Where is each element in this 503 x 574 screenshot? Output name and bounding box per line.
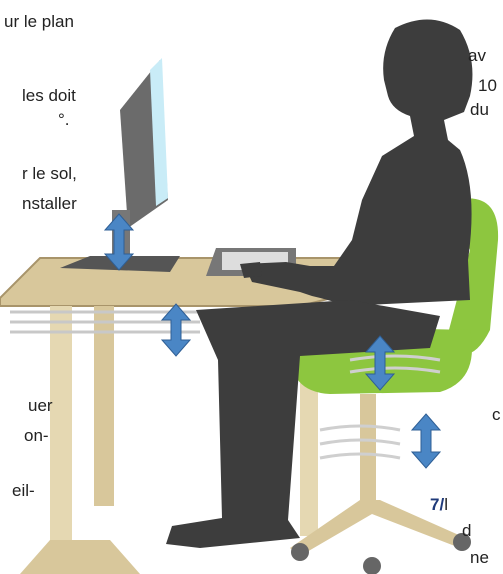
right-text-line: du xyxy=(470,99,489,121)
desk-leg-right xyxy=(94,306,114,506)
step-text-line: ne xyxy=(470,547,489,569)
left-text-line: r le sol, xyxy=(22,163,77,185)
chair-wheel xyxy=(363,557,381,574)
left-text-line: °. xyxy=(58,109,70,131)
desk-foot xyxy=(20,540,140,574)
desk-leg-left xyxy=(50,306,72,574)
left-text-line: les doit xyxy=(22,85,76,107)
left-text-line: on- xyxy=(24,425,49,447)
left-text-line: nstaller xyxy=(22,193,77,215)
step-text-line: d xyxy=(462,520,471,542)
right-text-line: 10 xyxy=(478,75,497,97)
right-text-line: c xyxy=(492,404,501,426)
left-text-line: eil- xyxy=(12,480,35,502)
step-heading-text: l xyxy=(444,495,448,514)
left-text-line: ur le plan xyxy=(4,11,74,33)
step-number: 7/ xyxy=(430,495,444,514)
chair-wheel xyxy=(291,543,309,561)
arrow-chair-post xyxy=(412,414,440,468)
step-heading: 7/l xyxy=(430,494,448,516)
left-text-line: uer xyxy=(28,395,53,417)
right-text-line: av xyxy=(468,45,486,67)
chair-post xyxy=(360,394,376,504)
